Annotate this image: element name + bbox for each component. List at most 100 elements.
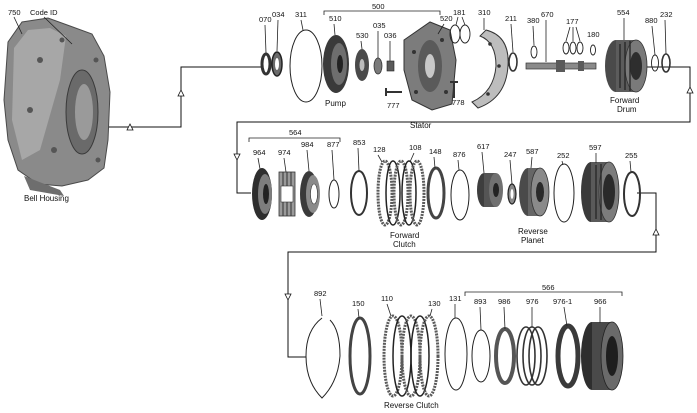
part-number-880: 880: [645, 16, 658, 25]
part-255[interactable]: [623, 171, 641, 217]
part-597[interactable]: [581, 161, 620, 223]
reverse-planet-part-587[interactable]: [519, 167, 550, 217]
part-number-510: 510: [329, 14, 342, 23]
part-number-211: 211: [505, 14, 517, 23]
part-670-shaft[interactable]: [525, 60, 597, 72]
part-070[interactable]: [260, 52, 272, 76]
part-number-670: 670: [541, 10, 554, 19]
part-880[interactable]: [651, 54, 659, 72]
part-180[interactable]: [590, 44, 596, 56]
reverse-clutch-plates[interactable]: [382, 314, 440, 398]
part-number-520: 520: [440, 14, 453, 23]
part-148[interactable]: [426, 166, 446, 220]
forward-drum-part-554[interactable]: [605, 39, 648, 93]
part-number-777: 777: [387, 101, 400, 110]
forward-drum-caption-2: Drum: [617, 105, 637, 114]
part-380[interactable]: [530, 45, 538, 59]
part-876[interactable]: [450, 169, 470, 221]
part-number-180: 180: [587, 30, 600, 39]
part-131[interactable]: [444, 317, 468, 391]
flow-arrow: [233, 153, 241, 161]
forward-drum-caption-1: Forward: [610, 96, 639, 105]
reverse-clutch-caption: Reverse Clutch: [384, 401, 439, 410]
part-number-070: 070: [259, 15, 272, 24]
part-232[interactable]: [661, 53, 671, 73]
forward-clutch-caption-1: Forward: [390, 231, 419, 240]
part-number-530: 530: [356, 31, 369, 40]
part-984[interactable]: [300, 171, 320, 217]
forward-clutch-caption-2: Clutch: [393, 240, 416, 249]
part-number-128: 128: [373, 145, 386, 154]
part-976-1[interactable]: [555, 323, 581, 389]
part-number-131: 131: [449, 294, 462, 303]
part-974[interactable]: [278, 171, 296, 217]
stator-part-520[interactable]: [403, 21, 457, 111]
part-number-566: 566: [542, 283, 555, 292]
part-number-148: 148: [429, 147, 442, 156]
part-150[interactable]: [348, 316, 372, 396]
part-number-311: 311: [295, 10, 307, 19]
part-number-500: 500: [372, 2, 385, 11]
part-number-597: 597: [589, 143, 602, 152]
pump-part-510[interactable]: [323, 35, 349, 93]
part-966[interactable]: [581, 321, 624, 391]
flow-arrow: [126, 123, 134, 131]
part-number-554: 554: [617, 8, 630, 17]
part-number-380: 380: [527, 16, 540, 25]
part-035[interactable]: [373, 57, 383, 75]
part-number-984: 984: [301, 140, 314, 149]
part-number-893: 893: [474, 297, 487, 306]
bell-housing-part[interactable]: [3, 17, 111, 196]
part-181[interactable]: [449, 24, 471, 44]
part-number-976: 976: [526, 297, 539, 306]
part-number-974: 974: [278, 148, 291, 157]
group-bracket-566: [464, 291, 623, 296]
part-036[interactable]: [386, 60, 395, 72]
part-617[interactable]: [477, 173, 503, 207]
part-number-232: 232: [660, 10, 673, 19]
group-bracket-564: [248, 137, 341, 142]
part-number-130: 130: [428, 299, 441, 308]
flow-arrow: [177, 89, 185, 97]
part-778[interactable]: [450, 81, 458, 98]
part-number-778: 778: [452, 98, 465, 107]
part-number-976-1: 976-1: [553, 297, 572, 306]
part-number-964: 964: [253, 148, 266, 157]
part-number-617: 617: [477, 142, 490, 151]
flow-arrow: [652, 228, 660, 236]
code-id-label: Code ID: [30, 8, 58, 17]
part-number-255: 255: [625, 151, 638, 160]
part-number-181: 181: [453, 8, 466, 17]
part-number-036: 036: [384, 31, 397, 40]
reverse-planet-caption-1: Reverse: [518, 227, 548, 236]
flow-arrow: [686, 86, 694, 94]
part-number-877: 877: [327, 140, 340, 149]
part-number-876: 876: [453, 150, 466, 159]
part-number-034: 034: [272, 10, 285, 19]
part-number-177: 177: [566, 17, 579, 26]
part-893[interactable]: [471, 329, 491, 383]
part-number-247: 247: [504, 150, 517, 159]
assembly-flow-line: [100, 66, 694, 358]
part-252[interactable]: [553, 163, 575, 223]
part-number-108: 108: [409, 143, 422, 152]
part-986[interactable]: [494, 327, 516, 385]
part-311[interactable]: [289, 29, 323, 103]
forward-clutch-plates[interactable]: [376, 159, 426, 227]
bell-housing-caption: Bell Housing: [24, 194, 69, 203]
flow-arrow: [284, 293, 292, 301]
part-number-035: 035: [373, 21, 386, 30]
part-number-110: 110: [381, 294, 393, 303]
part-877[interactable]: [328, 179, 340, 209]
part-number-853: 853: [353, 138, 366, 147]
part-310[interactable]: [471, 29, 509, 109]
part-964[interactable]: [252, 168, 272, 220]
part-853[interactable]: [350, 170, 368, 216]
part-976-spring-pack[interactable]: [516, 326, 548, 386]
stator-caption: Stator: [410, 121, 432, 130]
part-892[interactable]: [305, 317, 341, 399]
part-177[interactable]: [562, 41, 584, 55]
part-211[interactable]: [508, 52, 518, 72]
